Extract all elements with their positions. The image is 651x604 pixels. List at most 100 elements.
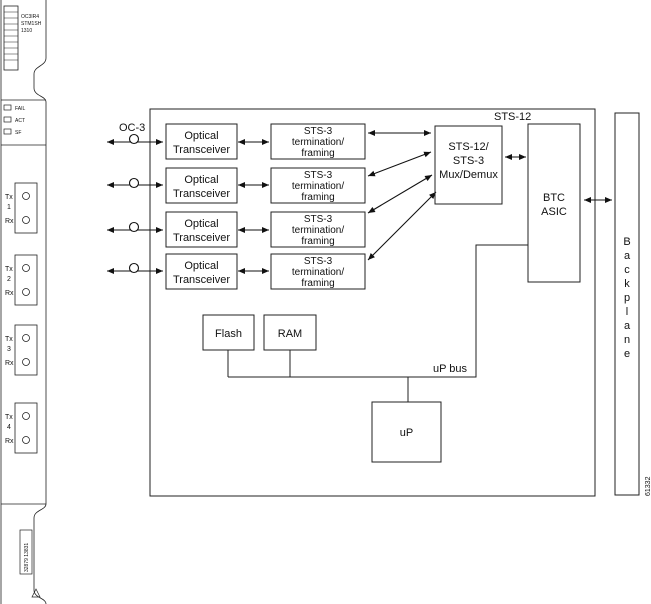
tx-connector-icon	[22, 264, 30, 272]
framer-label-line-2: termination/	[292, 181, 344, 192]
oc3-label: OC-3	[119, 122, 145, 134]
port-2: Tx 2 Rx	[5, 254, 38, 306]
fiber-connector-icon	[128, 133, 140, 145]
card-bottom-label: 32879 13831	[24, 543, 30, 572]
port-2-tx-label: Tx	[5, 266, 13, 273]
port-2-rx-label: Rx	[5, 290, 14, 297]
port-3-rx-label: Rx	[5, 360, 14, 367]
sf-led	[3, 128, 12, 135]
framer-mux-links	[367, 130, 437, 261]
mux-label-line-3: Mux/Demux	[439, 169, 498, 181]
framer-label-line-2: termination/	[292, 267, 344, 278]
act-led-label: ACT	[15, 118, 25, 124]
rx-connector-icon	[22, 358, 30, 366]
port-3: Tx 3 Rx	[5, 324, 38, 376]
transceiver-label-line-1: Optical	[184, 130, 218, 142]
up-bus-wiring	[227, 244, 528, 402]
transceiver-label-line-2: Transceiver	[173, 274, 230, 286]
card-boundary	[149, 108, 596, 497]
fiber-connector-icon	[128, 262, 140, 274]
fiber-connector-icon	[128, 177, 140, 189]
transceiver-label-line-1: Optical	[184, 218, 218, 230]
transceiver-label-line-2: Transceiver	[173, 188, 230, 200]
status-leds	[3, 104, 12, 135]
port-4: Tx 4 Rx	[5, 402, 38, 454]
transceiver-label-line-2: Transceiver	[173, 144, 230, 156]
ejector-latch	[3, 5, 19, 71]
port-4-tx-label: Tx	[5, 414, 13, 421]
mux-label-line-1: STS-12/	[448, 141, 489, 153]
card-faceplate	[0, 0, 47, 604]
card-label-line-2: STM1SH	[21, 21, 42, 27]
rx-connector-icon	[22, 288, 30, 296]
figure-id: 61332	[645, 476, 651, 496]
asic-label-line-1: BTC	[543, 192, 565, 204]
optical-transceiver-4: Optical Transceiver	[165, 253, 238, 290]
up-bus-label: uP bus	[433, 363, 468, 375]
flash-memory: Flash	[202, 314, 255, 351]
framer-label-line-1: STS-3	[304, 214, 333, 225]
optical-transceiver-1: Optical Transceiver	[165, 123, 238, 160]
btc-asic: BTC ASIC	[527, 123, 581, 283]
port-1-rx-label: Rx	[5, 218, 14, 225]
backplane-letter: p	[624, 292, 630, 304]
backplane-letter: l	[626, 306, 628, 318]
framer-label-line-3: framing	[301, 278, 334, 289]
framer-label-line-2: termination/	[292, 137, 344, 148]
card-label: OC3IR4 STM1SH 1310	[21, 14, 42, 34]
port-1-tx-label: Tx	[5, 194, 13, 201]
asic-label-line-2: ASIC	[541, 206, 567, 218]
sts12-mux-demux: STS-12/ STS-3 Mux/Demux	[434, 125, 503, 205]
optical-inputs	[107, 133, 163, 274]
rx-connector-icon	[22, 216, 30, 224]
sts12-label: STS-12	[494, 111, 531, 123]
card-label-line-1: OC3IR4	[21, 14, 39, 20]
tx-connector-icon	[22, 334, 30, 342]
backplane-letter: e	[624, 348, 630, 360]
framer-label-line-3: framing	[301, 192, 334, 203]
transceiver-label-line-1: Optical	[184, 260, 218, 272]
tx-connector-icon	[22, 192, 30, 200]
optical-transceiver-3: Optical Transceiver	[165, 211, 238, 248]
bottom-label-box	[19, 529, 33, 575]
backplane-letter: a	[624, 250, 631, 262]
transceiver-label-line-2: Transceiver	[173, 232, 230, 244]
backplane-letter: c	[624, 264, 630, 276]
up-label: uP	[400, 427, 413, 439]
port-3-tx-label: Tx	[5, 336, 13, 343]
framer-label-line-1: STS-3	[304, 170, 333, 181]
fiber-connector-icon	[128, 221, 140, 233]
ejector-triangle-icon	[31, 588, 41, 598]
mux-label-line-2: STS-3	[453, 155, 484, 167]
transceiver-label-line-1: Optical	[184, 174, 218, 186]
rx-connector-icon	[22, 436, 30, 444]
backplane-letter: k	[624, 278, 630, 290]
port-4-rx-label: Rx	[5, 438, 14, 445]
framer-label-line-1: STS-3	[304, 256, 333, 267]
tx-connector-icon	[22, 412, 30, 420]
ram-memory: RAM	[263, 314, 317, 351]
transceiver-framer-links	[238, 139, 269, 274]
sts3-framer-3: STS-3 termination/ framing	[270, 211, 366, 248]
microprocessor: uP	[371, 401, 442, 463]
port-1: Tx 1 Rx	[5, 182, 38, 234]
sts3-framer-1: STS-3 termination/ framing	[270, 123, 366, 160]
card-label-line-3: 1310	[21, 28, 32, 34]
port-2-number: 2	[7, 276, 11, 283]
sts3-framer-4: STS-3 termination/ framing	[270, 253, 366, 290]
port-1-number: 1	[7, 204, 11, 211]
backplane-letter: B	[623, 236, 630, 248]
optical-transceiver-2: Optical Transceiver	[165, 167, 238, 204]
framer-label-line-3: framing	[301, 236, 334, 247]
fail-led	[3, 104, 12, 111]
backplane-letter: a	[624, 320, 631, 332]
framer-label-line-2: termination/	[292, 225, 344, 236]
act-led	[3, 116, 12, 123]
backplane-letter: n	[624, 334, 630, 346]
flash-label: Flash	[215, 328, 242, 340]
port-4-number: 4	[7, 424, 11, 431]
framer-label-line-1: STS-3	[304, 126, 333, 137]
sts3-framer-2: STS-3 termination/ framing	[270, 167, 366, 204]
